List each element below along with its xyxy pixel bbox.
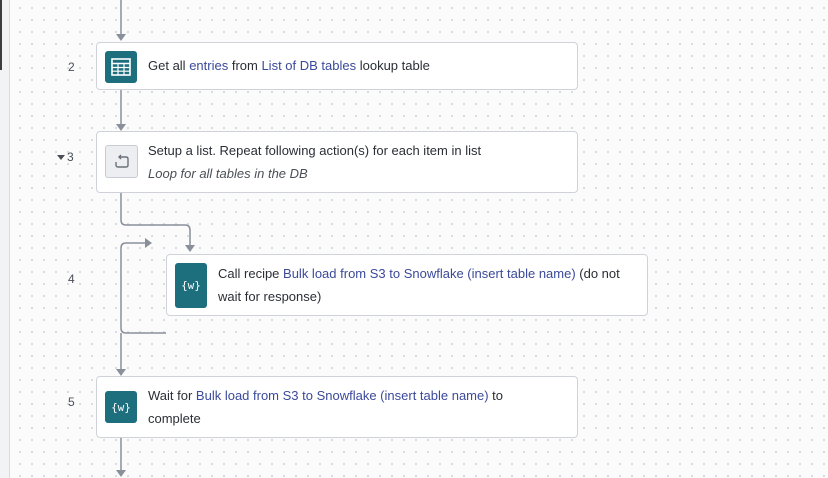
step-card-repeat-list[interactable]: Setup a list. Repeat following action(s)… [96,131,578,193]
arrowhead-bottom [116,470,126,477]
arrowhead-top [116,34,126,41]
arrowhead-4-5 [116,369,126,376]
step-card-wait-for[interactable]: {w} Wait for Bulk load from S3 to Snowfl… [96,376,578,438]
text-part: Call recipe [218,266,284,281]
step-number: 3 [67,150,74,164]
step-number: 4 [68,272,75,286]
text-part: from [228,58,262,73]
collapse-caret-icon[interactable] [57,155,65,160]
step-number: 2 [68,60,75,74]
table-icon [105,51,137,83]
step-card-call-recipe[interactable]: {w} Call recipe Bulk load from S3 to Sno… [166,254,648,316]
step-description-line1: Call recipe Bulk load from S3 to Snowfla… [218,263,620,285]
workato-icon: {w} [175,263,207,308]
lookup-table-link[interactable]: List of DB tables [261,58,357,73]
repeat-icon [105,145,138,178]
step-title: Setup a list. Repeat following action(s)… [148,143,482,158]
connector-3-4 [120,193,191,245]
step-number: 5 [68,395,75,409]
step-description-line2: complete [148,411,201,426]
recipe-link[interactable]: Bulk load from S3 to Snowflake (insert t… [195,388,489,403]
text-part: lookup table [356,58,430,73]
text-part: Get all [148,58,190,73]
text-part: (do not [575,266,620,281]
left-rail-edge [0,0,2,70]
workato-icon: {w} [105,391,137,423]
step-description-line2: wait for response) [218,289,322,304]
step-subtitle: Loop for all tables in the DB [148,166,308,181]
recipe-link[interactable]: Bulk load from S3 to Snowflake (insert t… [283,266,576,281]
left-rail [0,0,10,478]
arrowhead-2-3 [116,124,126,131]
step-description-line1: Wait for Bulk load from S3 to Snowflake … [148,385,503,407]
arrowhead-loop [145,238,152,248]
step-card-get-entries[interactable]: Get all entries from List of DB tables l… [96,42,578,90]
text-part: Wait for [148,388,196,403]
loop-back-connector [120,242,166,334]
entries-link[interactable]: entries [189,58,229,73]
text-part: to [488,388,504,403]
step-description: Get all entries from List of DB tables l… [148,55,430,77]
arrowhead-3-4 [185,245,195,252]
